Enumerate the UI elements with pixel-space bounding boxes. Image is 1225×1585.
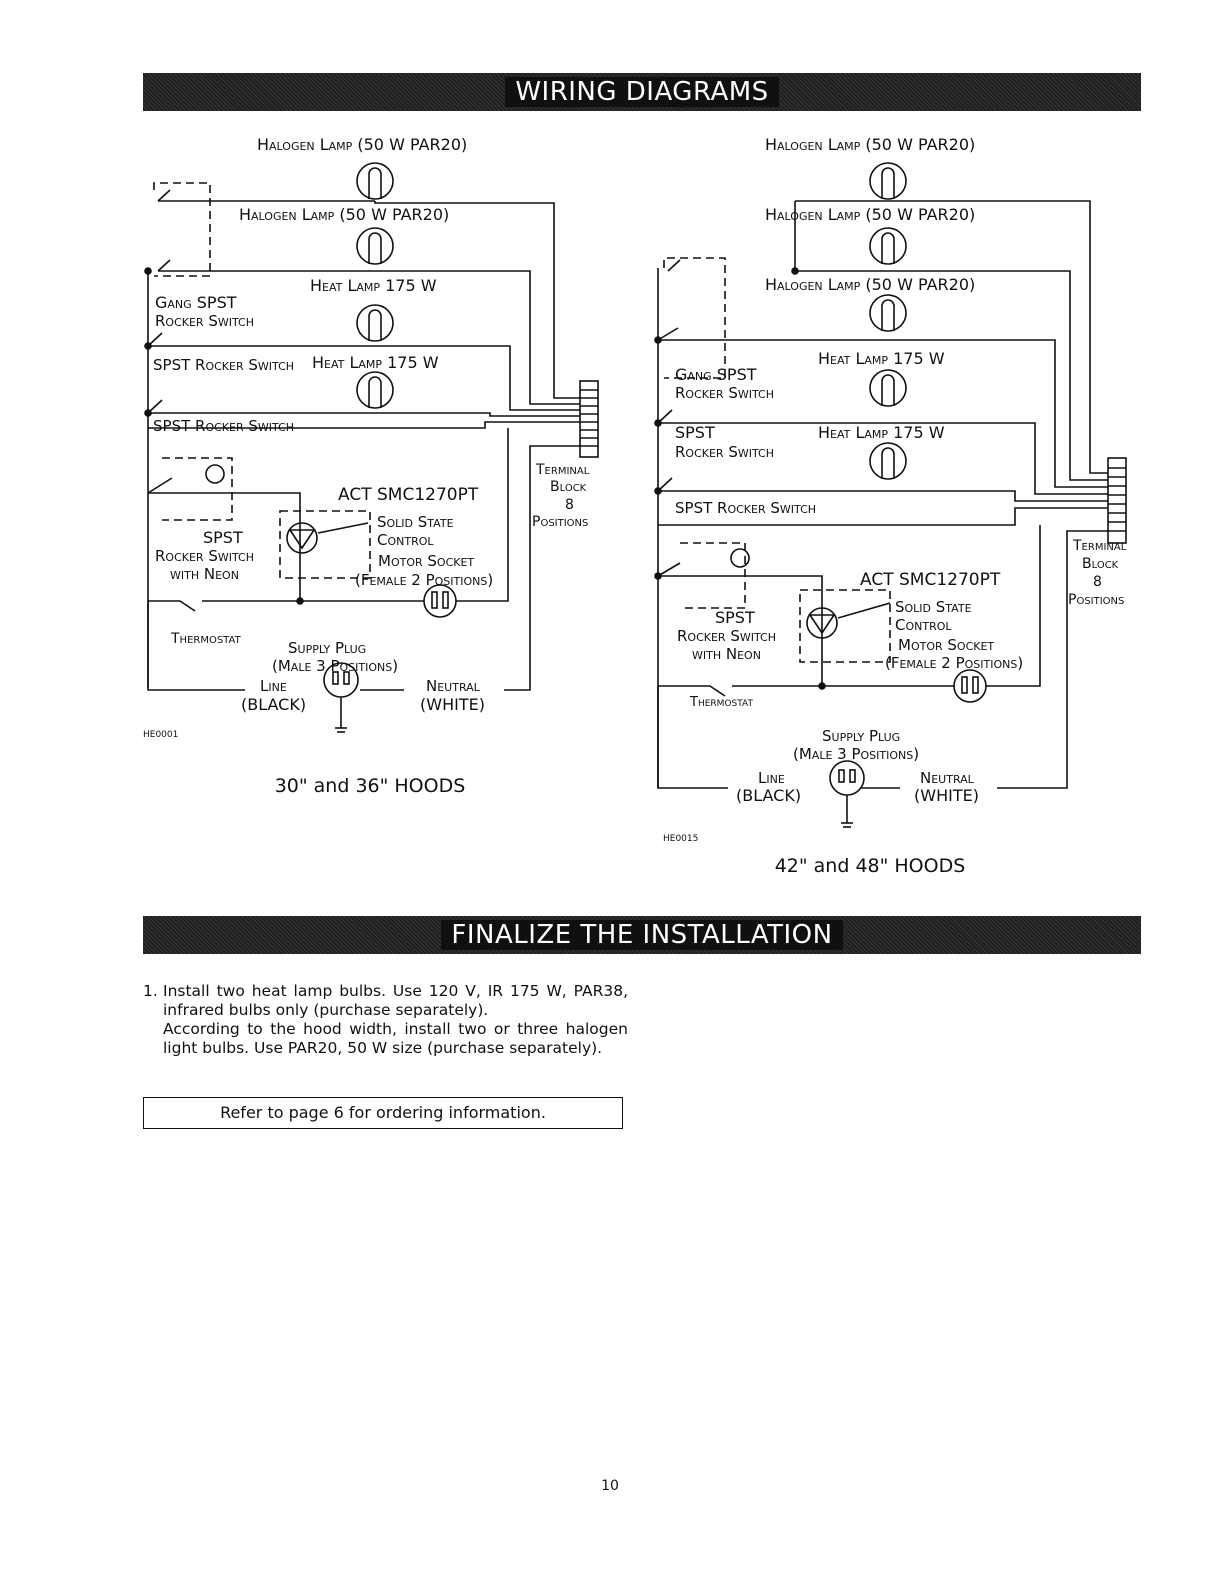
label-supply-1: Supply Plug — [288, 639, 366, 657]
label-motor-1: Motor Socket — [378, 552, 474, 570]
step-number: 1. — [143, 982, 158, 1000]
label-spst-neon-3: with Neon — [170, 565, 239, 583]
finalize-installation-header: FINALIZE THE INSTALLATION — [143, 916, 1141, 954]
label-gang-spst-2: Rocker Switch — [155, 312, 254, 330]
label-supply-2: (Male 3 Positions) — [793, 745, 919, 763]
label-gang-spst-2: Rocker Switch — [675, 384, 774, 402]
label-halogen-top: Halogen Lamp (50 W PAR20) — [257, 135, 467, 154]
label-terminal-3: 8 — [565, 497, 574, 513]
label-spst-rocker-1: SPST Rocker Switch — [153, 356, 294, 374]
label-solid-1: Solid State — [895, 598, 972, 616]
label-terminal-1: Terminal — [1072, 538, 1127, 554]
label-motor-2: (Female 2 Positions) — [885, 654, 1023, 672]
label-spst-rocker: SPST Rocker Switch — [675, 499, 816, 517]
label-halogen-2: Halogen Lamp (50 W PAR20) — [239, 205, 449, 224]
label-terminal-3: 8 — [1093, 574, 1102, 590]
label-line-2: (BLACK) — [241, 695, 306, 714]
label-spst-neon-2: Rocker Switch — [155, 547, 254, 565]
step-text-halogen: According to the hood width, install two… — [163, 1020, 628, 1057]
label-terminal-4: Positions — [532, 514, 588, 530]
wiring-diagram-30-36: Halogen Lamp (50 W PAR20) Halogen Lamp (… — [144, 135, 599, 733]
label-terminal-1: Terminal — [535, 462, 590, 478]
label-spst-neon-1: SPST — [715, 608, 755, 627]
label-line-1: Line — [260, 677, 287, 695]
label-spst-1: SPST — [675, 423, 715, 442]
label-heat-2: Heat Lamp 175 W — [312, 353, 439, 372]
label-terminal-4: Positions — [1068, 592, 1124, 608]
step-text-heat-lamps: Install two heat lamp bulbs. Use 120 V, … — [163, 982, 628, 1019]
label-heat-1: Heat Lamp 175 W — [310, 276, 437, 295]
label-neutral-2: (WHITE) — [914, 786, 979, 805]
wiring-diagrams-header: WIRING DIAGRAMS — [143, 73, 1141, 111]
diagram-code-right: HE0015 — [663, 834, 699, 844]
label-neutral-2: (WHITE) — [420, 695, 485, 714]
label-spst-neon-2: Rocker Switch — [677, 627, 776, 645]
label-gang-spst-1: Gang SPST — [155, 293, 237, 312]
label-spst-rocker-2: SPST Rocker Switch — [153, 417, 294, 435]
caption-30-36-hoods: 30" and 36" HOODS — [274, 775, 466, 797]
label-solid-2: Control — [895, 616, 952, 634]
label-act: ACT SMC1270PT — [860, 570, 1001, 590]
label-halogen-top: Halogen Lamp (50 W PAR20) — [765, 135, 975, 154]
label-gang-spst-1: Gang SPST — [675, 365, 757, 384]
label-neutral-1: Neutral — [426, 677, 481, 695]
label-spst-neon-3: with Neon — [692, 645, 761, 663]
installation-step-1: 1. Install two heat lamp bulbs. Use 120 … — [143, 982, 628, 1058]
label-line-2: (BLACK) — [736, 786, 801, 805]
caption-42-48-hoods: 42" and 48" HOODS — [774, 855, 966, 877]
label-thermostat: Thermostat — [170, 631, 242, 647]
label-supply-1: Supply Plug — [822, 727, 900, 745]
label-heat-2: Heat Lamp 175 W — [818, 423, 945, 442]
label-motor-1: Motor Socket — [898, 636, 994, 654]
label-spst-2: Rocker Switch — [675, 443, 774, 461]
diagram-code-left: HE0001 — [143, 730, 179, 740]
label-heat-1: Heat Lamp 175 W — [818, 349, 945, 368]
label-solid-2: Control — [377, 531, 434, 549]
label-terminal-2: Block — [550, 479, 587, 495]
label-solid-1: Solid State — [377, 513, 454, 531]
wiring-diagram-42-48: Halogen Lamp (50 W PAR20) Halogen Lamp (… — [654, 135, 1127, 828]
label-motor-2: (Female 2 Positions) — [355, 571, 493, 589]
label-line-1: Line — [758, 769, 785, 787]
label-halogen-3: Halogen Lamp (50 W PAR20) — [765, 275, 975, 294]
page-number: 10 — [601, 1478, 619, 1494]
label-spst-neon-1: SPST — [203, 528, 243, 547]
label-neutral-1: Neutral — [920, 769, 975, 787]
label-supply-2: (Male 3 Positions) — [272, 657, 398, 675]
ordering-info-note: Refer to page 6 for ordering information… — [143, 1097, 623, 1129]
label-halogen-2: Halogen Lamp (50 W PAR20) — [765, 205, 975, 224]
label-act: ACT SMC1270PT — [338, 485, 479, 505]
label-terminal-2: Block — [1082, 556, 1119, 572]
label-thermostat: Thermostat — [689, 695, 753, 710]
